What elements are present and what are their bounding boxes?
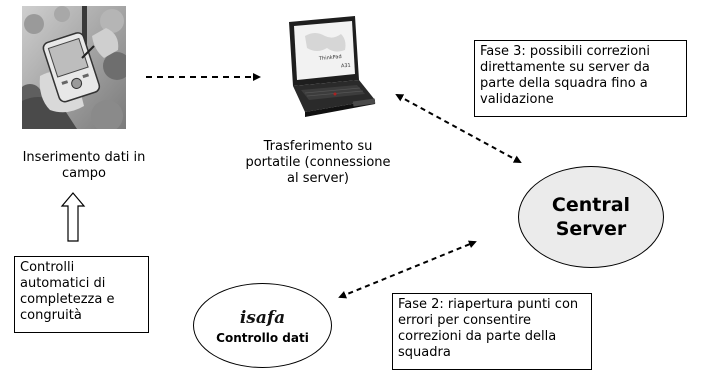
data-control-node: isafa Controllo dati <box>193 283 332 368</box>
phase3-box: Fase 3: possibili correzioni direttament… <box>474 40 687 117</box>
arrow-server-control <box>338 240 477 299</box>
field-entry-caption: Inserimento dati in campo <box>22 150 146 181</box>
hollow-up-arrow <box>60 192 86 242</box>
laptop-image: ThinkPad A31 <box>275 14 379 120</box>
isafa-logo: isafa <box>239 307 286 328</box>
transfer-caption: Trasferimento su portatile (connessione … <box>245 139 391 186</box>
central-server-node: Central Server <box>518 166 664 268</box>
data-control-label: Controllo dati <box>216 330 309 345</box>
auto-checks-box: Controlli automatici di completezza e co… <box>14 256 149 333</box>
arrow-laptop-server <box>395 94 522 163</box>
central-server-label: Central Server <box>551 194 631 240</box>
phase2-box: Fase 2: riapertura punti con errori per … <box>392 293 592 370</box>
field-device-photo <box>22 6 126 129</box>
